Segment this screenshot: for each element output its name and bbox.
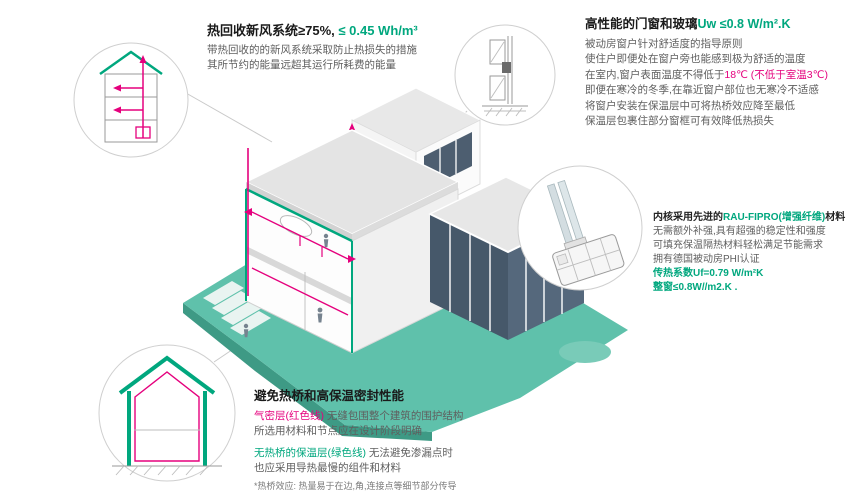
windows-line: 被动房窗户针对舒适度的指导原则 xyxy=(585,38,743,50)
thermal-footnote: *热桥效应: 热量易于在边,角,连接点等细节部分传导 xyxy=(254,480,457,491)
thermal-line: 所选用材料和节点应在设计阶段明确 xyxy=(254,425,422,438)
hrv-body: 带热回收的的新风系统采取防止热损失的措施 其所节约的能量远超其运行所耗费的能量 xyxy=(207,43,482,74)
windows-title-black: 高性能的门窗和玻璃 xyxy=(585,17,698,31)
windows-title-green: Uw ≤0.8 W/m².K xyxy=(697,17,791,31)
return-duct xyxy=(251,267,349,316)
material-body: 内核采用先进的RAU-FIPRO(增强纤维)材料 无需额外补强,具有超强的稳定性… xyxy=(653,211,865,295)
garden-stairs xyxy=(203,281,271,335)
insulation-green-line xyxy=(118,355,216,395)
thermal-body: 气密层(红色线) 无缝包围整个建筑的围护结构 所选用材料和节点应在设计阶段明确 … xyxy=(254,409,584,492)
airtight-layer-label: 气密层(红色线) xyxy=(254,410,324,422)
windows-line-text: 在室内,窗户表面温度不得低于 xyxy=(585,68,725,81)
airtight-red-line xyxy=(134,371,200,462)
thermal-line: 气密层(红色线) 无缝包围整个建筑的围护结构 xyxy=(254,409,584,424)
material-line: 可填充保温隔热材料轻松满足节能需求 xyxy=(653,240,823,251)
windows-line: 将窗户安装在保温层中可将热桥效应降至最低 xyxy=(585,99,795,112)
material-line-uw: 整窗≤0.8W//m2.K . xyxy=(653,282,738,293)
windows-line-red: 18℃ (不低于室温3℃) xyxy=(724,68,828,81)
windows-text-block: 高性能的门窗和玻璃Uw ≤0.8 W/m².K 被动房窗户针对舒适度的指导原则 … xyxy=(585,13,863,130)
person-figure xyxy=(243,323,249,338)
windows-line: 即便在寒冷的冬季,在靠近窗户部位也无寒冷不适感 xyxy=(585,84,819,97)
material-line: 无需额外补强,具有超强的稳定性和强度 xyxy=(653,226,826,237)
window-section-circle xyxy=(454,24,556,126)
person-figure xyxy=(317,307,323,323)
hrv-detail-circle xyxy=(73,42,189,158)
material-title-green: RAU-FIPRO(增强纤维) xyxy=(723,212,826,223)
material-line-uf: 传热系数Uf=0.79 W/m²K xyxy=(653,268,764,279)
insulation-layer-label: 无热桥的保温层(绿色线) xyxy=(254,446,366,459)
material-title-black2: 材料 xyxy=(825,212,846,223)
insulation-section-circle xyxy=(98,344,236,482)
windows-line: 使住户即便处在窗户旁也能感到极为舒适的温度 xyxy=(585,53,806,66)
windows-body: 被动房窗户针对舒适度的指导原则 使住户即便处在窗户旁也能感到极为舒适的温度 在室… xyxy=(585,37,863,130)
person-figure xyxy=(323,233,329,248)
material-title-black: 内核采用先进的 xyxy=(653,212,723,223)
thermal-text-block: 避免热桥和高保温密封性能 气密层(红色线) 无缝包围整个建筑的围护结构 所选用材… xyxy=(254,385,584,492)
hrv-text-block: 热回收新风系统≥75%, ≤ 0.45 Wh/m³ 带热回收的的新风系统采取防止… xyxy=(207,20,482,74)
thermal-line: 也应采用导热最慢的组件和材料 xyxy=(254,462,401,475)
bathtub xyxy=(279,215,313,237)
supply-duct xyxy=(251,211,349,260)
hrv-line: 其所节约的能量远超其运行所耗费的能量 xyxy=(207,59,396,72)
material-line-title: 内核采用先进的RAU-FIPRO(增强纤维)材料 xyxy=(653,211,865,225)
window-profile-circle xyxy=(517,165,643,291)
windows-line: 保温层包裹住部分窗框可有效降低热损失 xyxy=(585,115,774,128)
thermal-title: 避免热桥和高保温密封性能 xyxy=(254,389,405,403)
hrv-line: 带热回收的的新风系统采取防止热损失的措施 xyxy=(207,44,417,56)
thermal-line-text: 无缝包围整个建筑的围护结构 xyxy=(324,410,464,422)
hrv-title-black: 热回收新风系统≥75%, xyxy=(207,23,335,38)
cutaway-interior xyxy=(244,148,356,354)
windows-line: 在室内,窗户表面温度不得低于18℃ (不低于室温3℃) xyxy=(585,68,863,83)
material-text-block: 内核采用先进的RAU-FIPRO(增强纤维)材料 无需额外补强,具有超强的稳定性… xyxy=(653,211,865,295)
hrv-title-green: ≤ 0.45 Wh/m³ xyxy=(334,23,418,38)
material-line: 拥有德国被动房PHI认证 xyxy=(653,254,760,265)
thermal-line: 无热桥的保温层(绿色线) 无法避免渗漏点时 xyxy=(254,446,584,461)
windows-title: 高性能的门窗和玻璃Uw ≤0.8 W/m².K xyxy=(585,13,863,32)
hrv-title: 热回收新风系统≥75%, ≤ 0.45 Wh/m³ xyxy=(207,20,482,39)
thermal-line-text: 无法避免渗漏点时 xyxy=(366,446,453,459)
heat-exchanger-unit xyxy=(135,126,151,139)
